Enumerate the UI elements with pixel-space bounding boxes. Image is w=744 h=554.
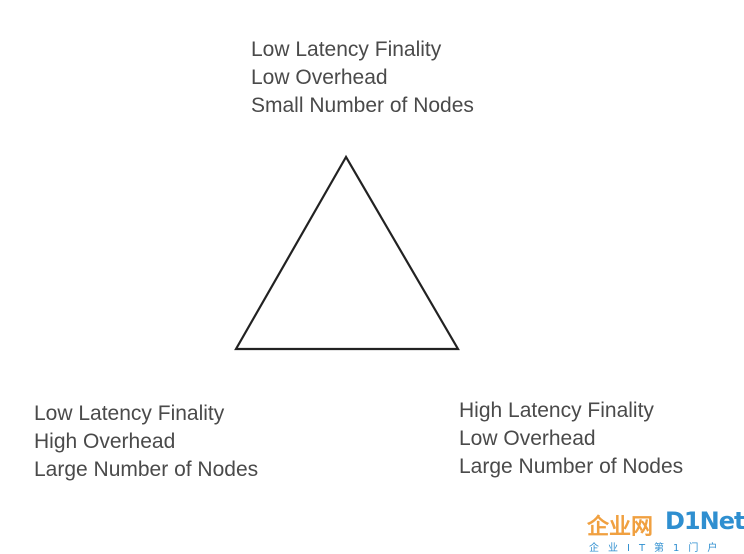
left-label-line-3: Large Number of Nodes [34, 458, 259, 481]
left-vertex-label: Low Latency Finality High Overhead Large… [34, 400, 258, 484]
top-label-line-3: Small Number of Nodes [251, 94, 474, 117]
right-label-line-3: Large Number of Nodes [459, 455, 684, 478]
watermark-subtitle: 企业IT第1门户 [589, 543, 727, 554]
watermark-cn-text: 企业网 [587, 515, 654, 540]
right-label-line-2: Low Overhead [459, 427, 596, 450]
right-vertex-label: High Latency Finality Low Overhead Large… [459, 397, 683, 481]
top-label-line-1: Low Latency Finality [251, 38, 442, 61]
watermark-en-text: D1Net [665, 507, 744, 535]
top-label-line-2: Low Overhead [251, 66, 388, 89]
triangle-shape [234, 154, 460, 351]
trilemma-triangle [234, 154, 460, 351]
left-label-line-2: High Overhead [34, 430, 176, 453]
right-label-line-1: High Latency Finality [459, 399, 654, 422]
site-watermark-logo: 企业网 D1Net 企业IT第1门户 [555, 505, 744, 554]
left-label-line-1: Low Latency Finality [34, 402, 225, 425]
top-vertex-label: Low Latency Finality Low Overhead Small … [251, 36, 474, 120]
